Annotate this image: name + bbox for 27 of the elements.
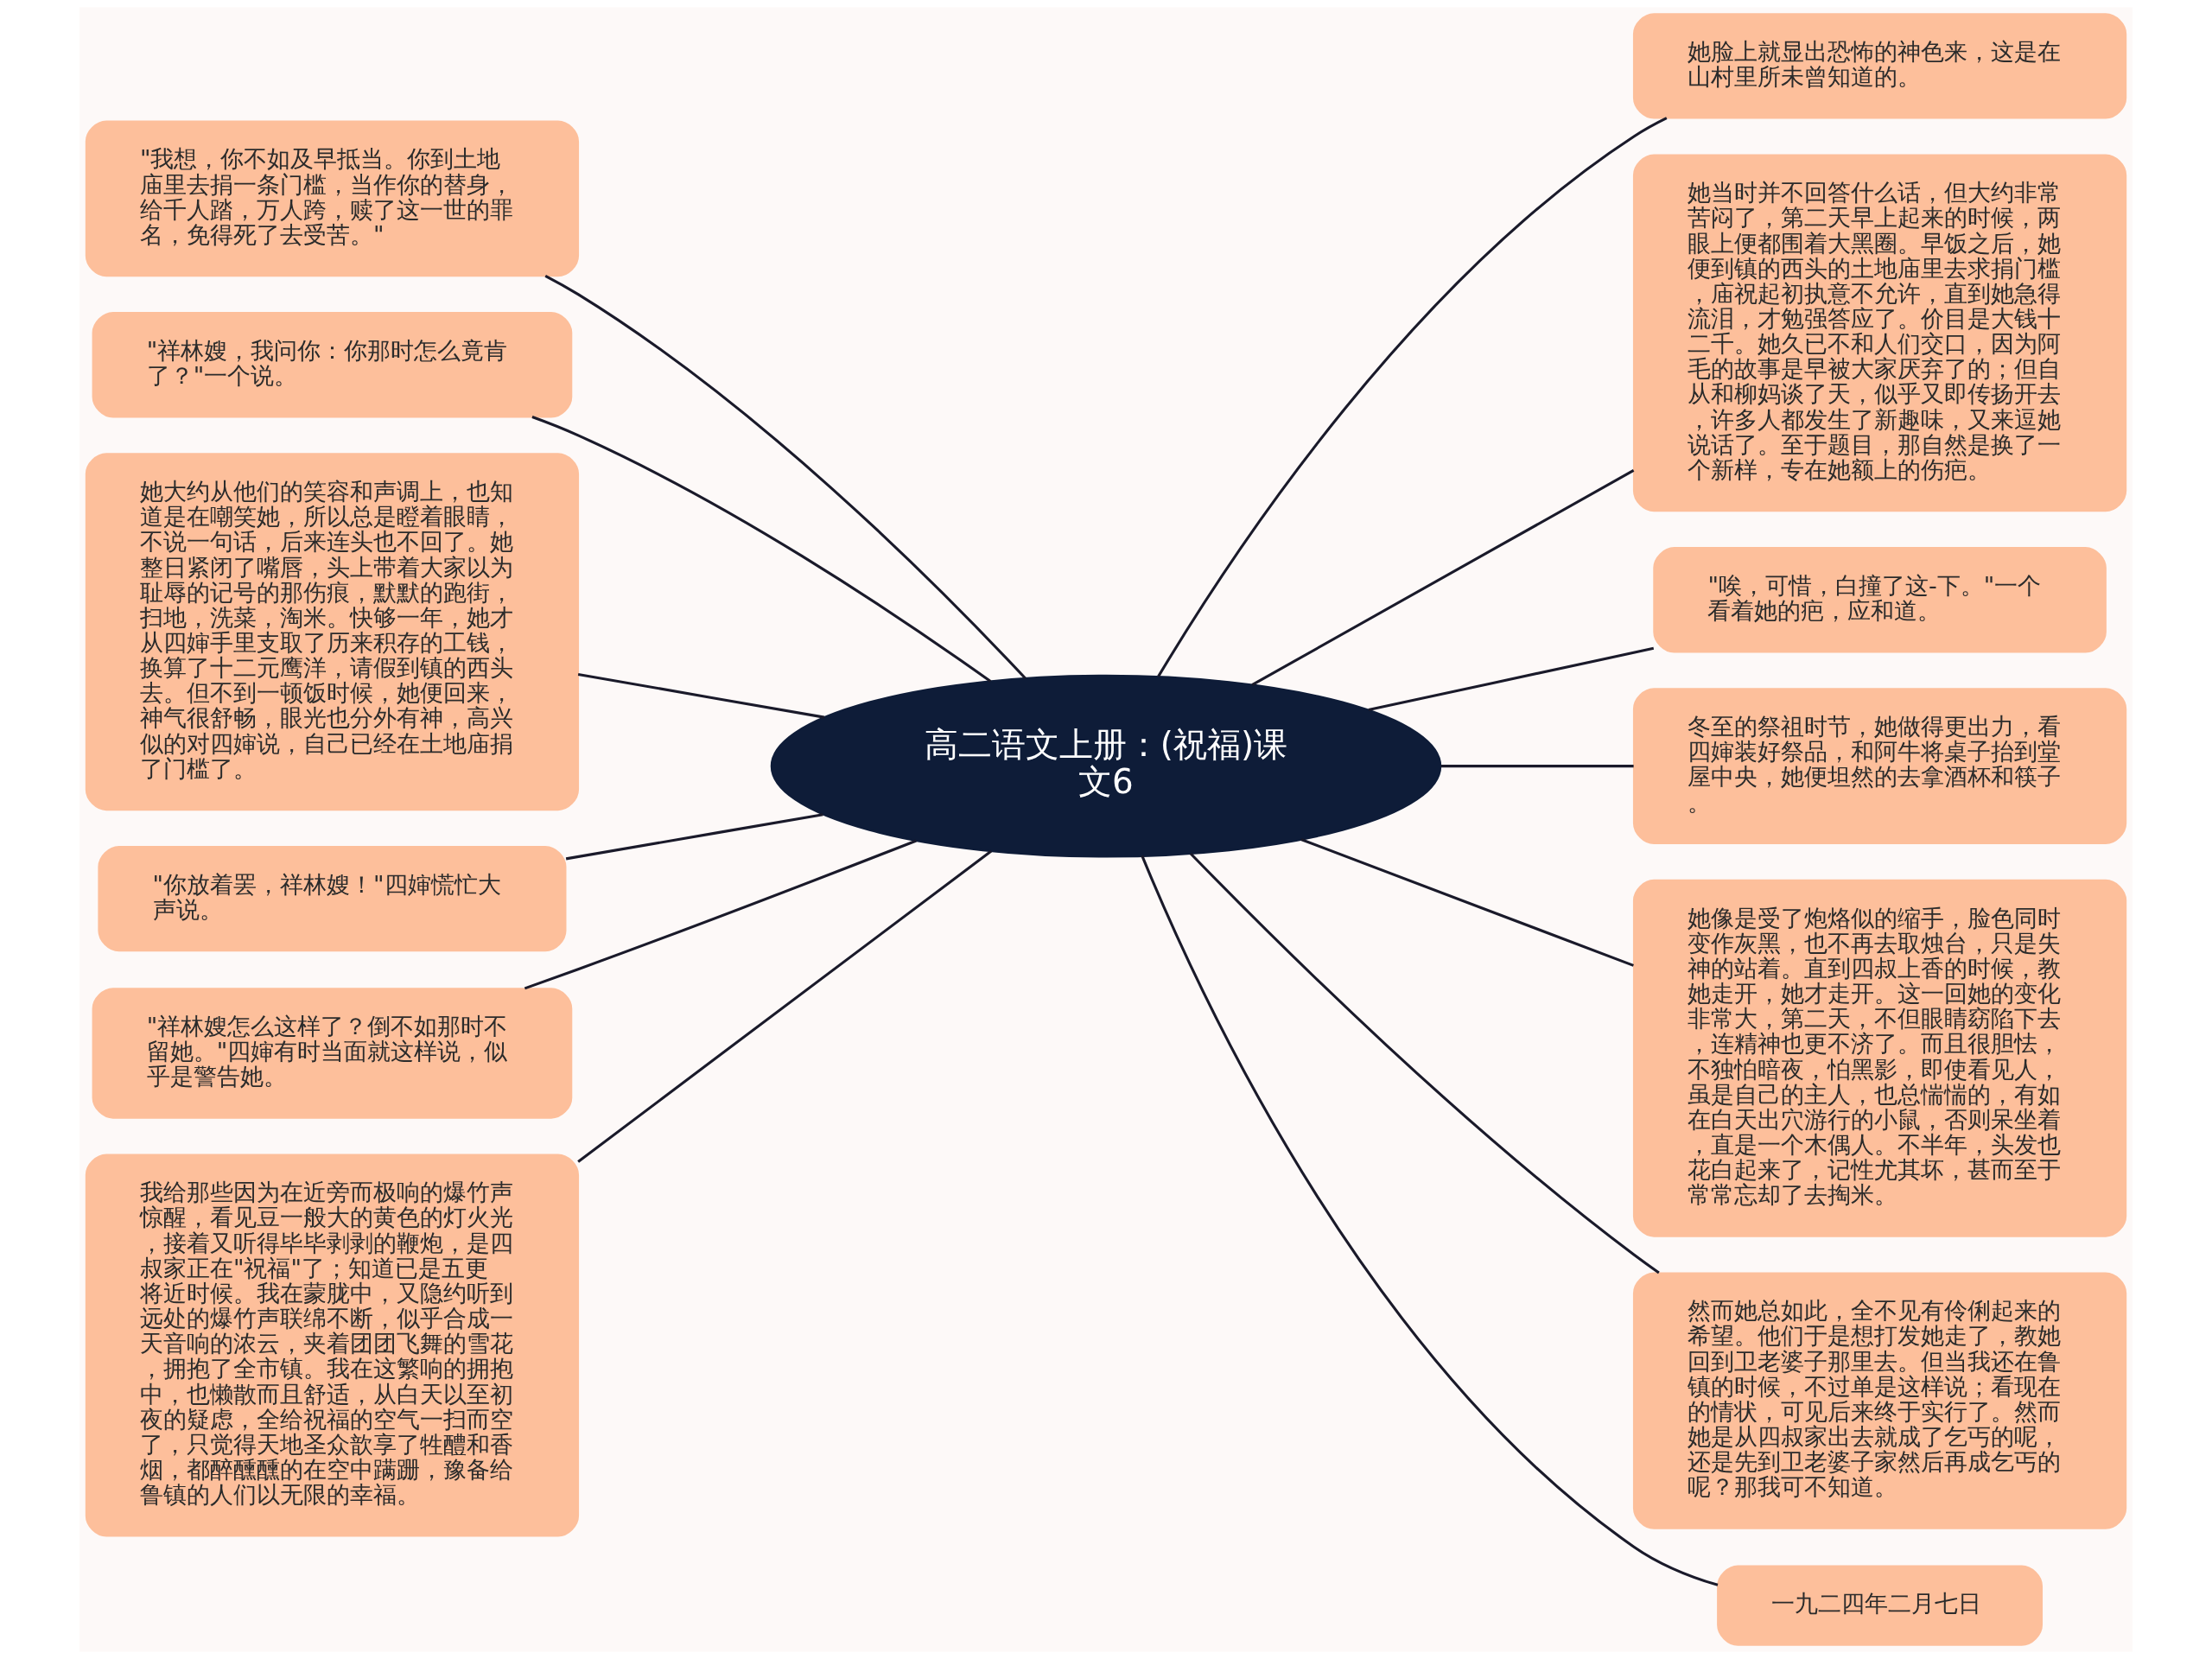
node-box: 我给那些因为在近旁而极响的爆竹声惊醒，看见豆一般大的黄色的灯火光，接着又听得毕毕剥剥的鞭炮，是四叔家正在"祝福"了；知道已是五更将近时候。我在蒙胧中，又隐约听到远处的爆竹声联绵不断，似乎合成一天音响的浓云，夹着团团飞舞的雪花，拥抱了全市镇。我在这繁响的拥抱中，也懒散而且舒适，从白天以至初夜的疑虑，全给祝福的空气一扫而空了，只觉得天地圣众歆享了牲醴和香烟，都醉醺醺的在空中蹒跚，豫备给鲁镇的人们以无限的幸福。	[85, 1154, 580, 1537]
connector	[1300, 838, 1634, 967]
connector	[565, 813, 823, 861]
node-box: 一九二四年二月七日	[1717, 1565, 2044, 1646]
connector	[577, 672, 825, 719]
node-box: 冬至的祭祖时节，她做得更出力，看四婶装好祭品，和阿牛将桌子抬到堂屋中央，她便坦然的去拿酒杯和筷子。	[1632, 688, 2127, 844]
node-box: 她当时并不回答什么话，但大约非常苦闷了，第二天早上起来的时候，两眼上便都围着大黑圈。早饭之后，她便到镇的西头的土地庙里去求捐门槛，庙祝起初执意不允许，直到她急得流泪，才勉强答应了。价目是大钱十二千。她久已不和人们交口，因为阿毛的故事是早被大家厌弃了的；但自从和柳妈谈了天，似乎又即传扬开去，许多人都发生了新趣味，又来逗她说话了。至于题目，那自然是换了一个新样，专在她额上的伤疤。	[1632, 154, 2127, 512]
node-box: 她脸上就显出恐怖的神色来，这是在山村里所未曾知道的。	[1632, 13, 2127, 119]
connector	[524, 839, 917, 990]
node-box: 然而她总如此，全不见有伶俐起来的希望。他们于是想打发她走了，教她回到卫老婆子那里去。但当我还在鲁镇的时候，不过单是这样说；看现在的情状，可见后来终于实行了。然而她是从四叔家出去就成了乞丐的呢，还是先到卫老婆子家然后再成乞丐的呢？那我可不知道。	[1632, 1272, 2127, 1529]
connector	[1368, 646, 1655, 712]
connector	[577, 849, 993, 1163]
node-box: "祥林嫂怎么这样了？倒不如那时不留她。"四婶有时当面就这样说，似乎是警告她。	[92, 988, 573, 1119]
node-box: 她大约从他们的笑容和声调上，也知道是在嘲笑她，所以总是瞪着眼睛，不说一句话，后来连头也不回了。她整日紧闭了嘴唇，头上带着大家以为耻辱的记号的那伤痕，默默的跑街，扫地，洗菜，淘米。快够一年，她才从四婶手里支取了历来积存的工钱，换算了十二元鹰洋，请假到镇的西头去。但不到一顿饭时候，她便回来，神气很舒畅，眼光也分外有神，高兴似的对四婶说，自己已经在土地庙捐了门槛了。	[85, 453, 580, 811]
node-box: "你放着罢，祥林嫂！"四婶慌忙大声说。	[98, 845, 567, 952]
connector	[531, 416, 992, 683]
connector	[1189, 852, 1660, 1274]
node-box: "唉，可惜，白撞了这-下。"一个看着她的疤，应和道。	[1653, 547, 2107, 653]
node-ellipse: 高二语文上册：(祝福)课文6	[770, 674, 1442, 858]
node-box: "我想，你不如及早抵当。你到土地庙里去捐一条门槛，当作你的替身，给千人踏，万人跨，赎了这一世的罪名，免得死了去受苦。"	[85, 120, 580, 277]
node-box: 她像是受了炮烙似的缩手，脸色同时变作灰黑，也不再去取烛台，只是失神的站着。直到四叔上香的时候，教她走开，她才走开。这一回她的变化非常大，第二天，不但眼睛窈陷下去，连精神也更不济了。而且很胆怯，不独怕暗夜，怕黑影，即使看见人，虽是自己的主人，也总惴惴的，有如在白天出穴游行的小鼠，否则呆坐着，直是一个木偶人。不半年，头发也花白起来了，记性尤其坏，甚而至于常常忘却了去掏米。	[1632, 879, 2127, 1237]
connector	[1157, 117, 1668, 677]
node-box: "祥林嫂，我问你：你那时怎么竟肯了？"一个说。	[92, 312, 573, 418]
connector	[544, 274, 1027, 680]
connector	[1141, 855, 1719, 1586]
connector	[1251, 469, 1635, 686]
connector	[1440, 765, 1634, 768]
